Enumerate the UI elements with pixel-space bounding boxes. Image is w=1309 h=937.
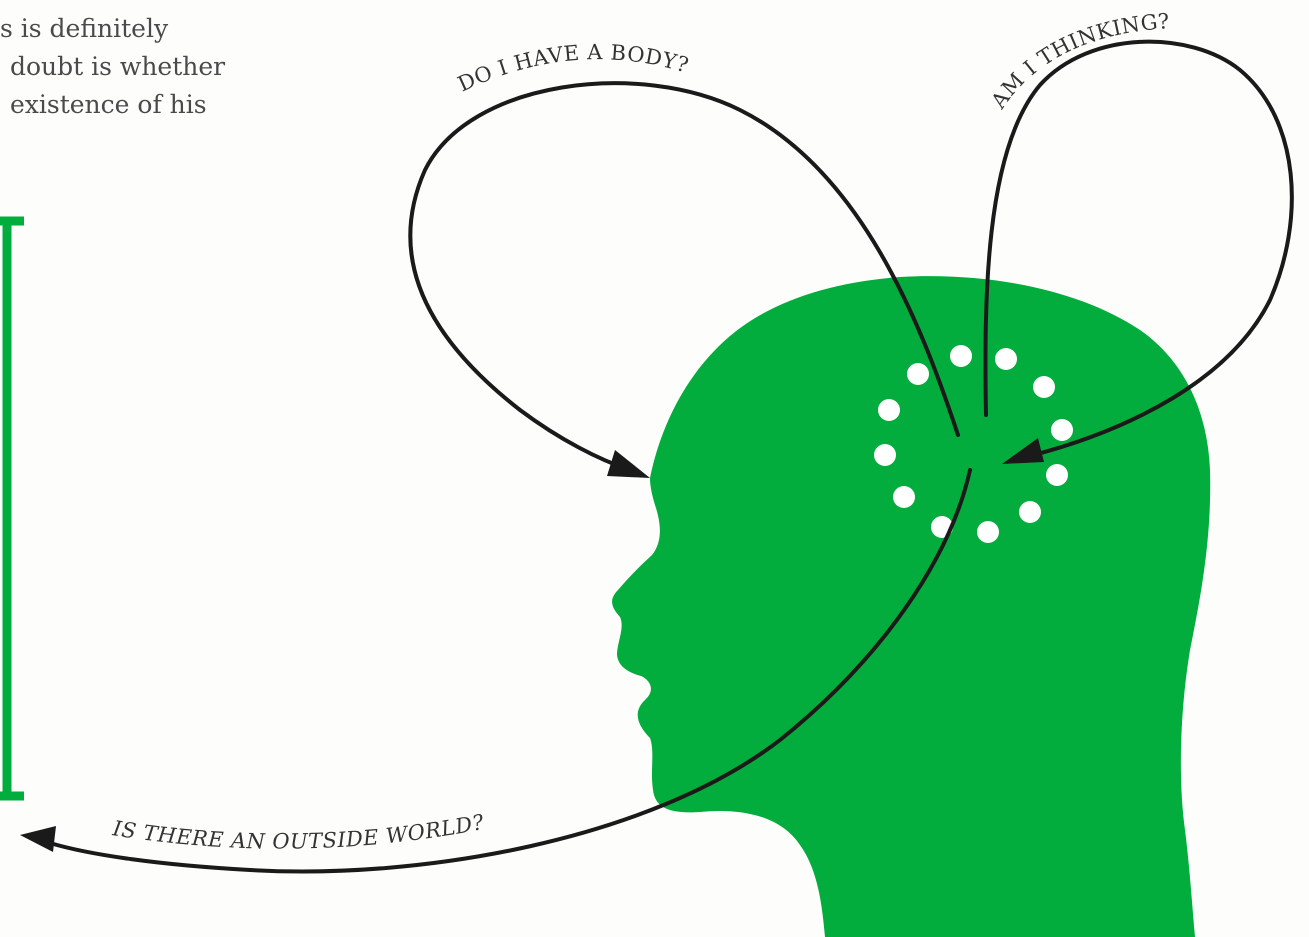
- world-arrowhead: [20, 826, 56, 852]
- thought-dot: [874, 444, 896, 466]
- world-question-label-text: IS THERE AN OUTSIDE WORLD?: [110, 810, 486, 854]
- body-question-label: DO I HAVE A BODY?: [454, 40, 691, 96]
- thought-dot: [977, 521, 999, 543]
- thought-dot: [907, 363, 929, 385]
- body-question-label-text: DO I HAVE A BODY?: [454, 40, 691, 96]
- thought-dot: [878, 399, 900, 421]
- bracket-shape: [0, 221, 24, 796]
- thought-dot: [1046, 464, 1068, 486]
- body-arrowhead: [607, 450, 650, 478]
- green-bracket: [0, 221, 24, 796]
- thinking-question-label: AM I THINKING?: [986, 9, 1171, 114]
- thought-dot: [950, 345, 972, 367]
- thought-dot: [1019, 501, 1041, 523]
- world-question-label: IS THERE AN OUTSIDE WORLD?: [110, 810, 486, 854]
- thought-dot: [1051, 419, 1073, 441]
- thought-dot: [1033, 376, 1055, 398]
- thought-dot: [893, 486, 915, 508]
- thought-dot: [995, 348, 1017, 370]
- thinking-question-label-text: AM I THINKING?: [986, 9, 1171, 114]
